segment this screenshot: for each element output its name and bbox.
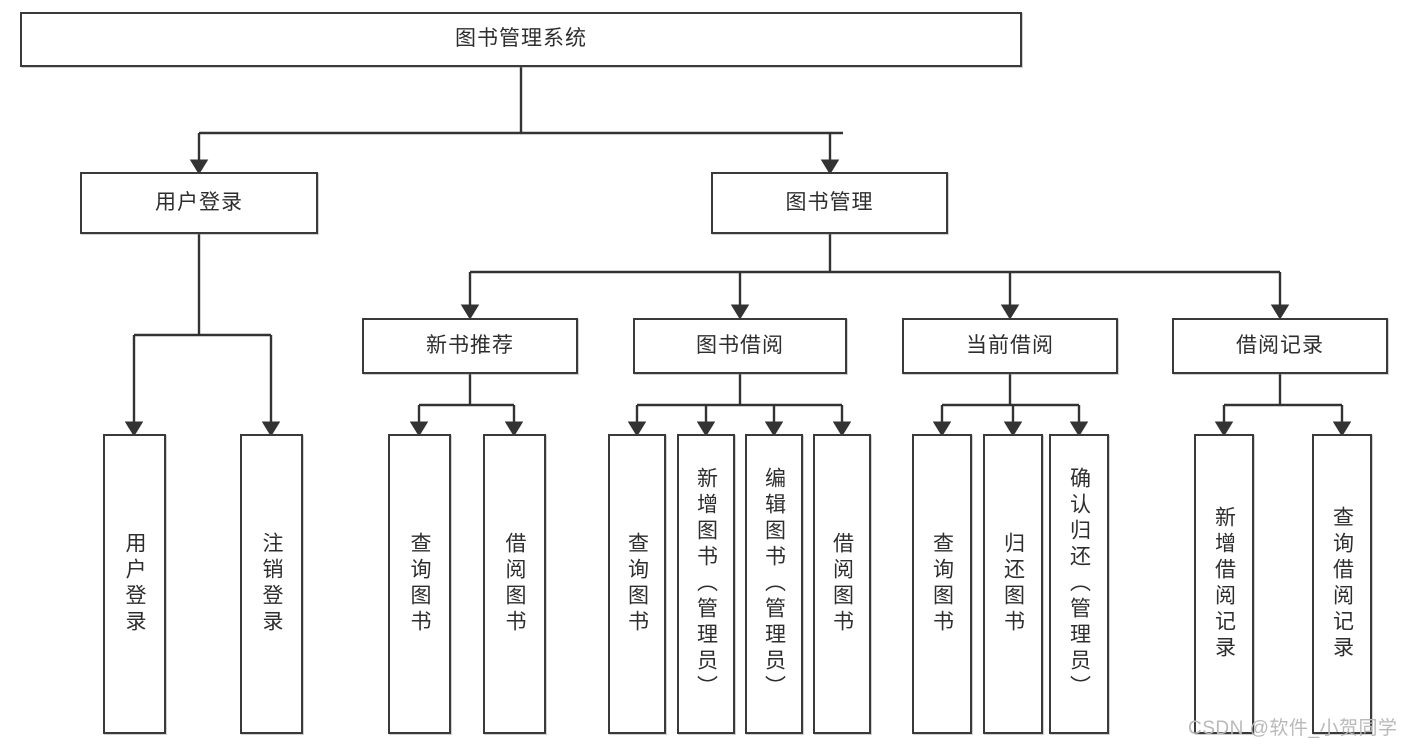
node-leaf-add-book-admin[interactable]: 新增图书（管理员）	[677, 434, 735, 734]
node-current-borrow[interactable]: 当前借阅	[902, 318, 1118, 374]
node-label: 用户登录	[155, 190, 243, 214]
node-leaf-query-borrow-record[interactable]: 查询借阅记录	[1312, 434, 1372, 734]
node-label: 用户登录	[123, 532, 146, 636]
node-root-system[interactable]: 图书管理系统	[20, 12, 1022, 67]
node-leaf-edit-book-admin[interactable]: 编辑图书（管理员）	[745, 434, 803, 734]
node-label: 编辑图书（管理员）	[762, 467, 786, 701]
node-label: 当前借阅	[966, 333, 1054, 357]
node-leaf-add-borrow-record[interactable]: 新增借阅记录	[1194, 434, 1254, 734]
node-label: 新增借阅记录	[1212, 506, 1236, 662]
node-book-management[interactable]: 图书管理	[711, 172, 948, 234]
node-book-borrow[interactable]: 图书借阅	[633, 318, 847, 374]
node-label: 注销登录	[260, 532, 283, 636]
node-leaf-query-book-1[interactable]: 查询图书	[388, 434, 451, 734]
node-label: 查询图书	[625, 532, 649, 636]
node-borrow-record[interactable]: 借阅记录	[1172, 318, 1388, 374]
node-leaf-user-logout[interactable]: 注销登录	[240, 434, 303, 734]
node-leaf-query-book-3[interactable]: 查询图书	[912, 434, 972, 734]
node-label: 查询图书	[930, 532, 954, 636]
node-label: 归还图书	[1001, 532, 1025, 636]
node-leaf-user-login[interactable]: 用户登录	[103, 434, 166, 734]
node-label: 图书管理系统	[455, 27, 587, 51]
node-label: 新增图书（管理员）	[694, 467, 718, 701]
watermark-text: CSDN @软件_小贺同学	[1188, 718, 1398, 739]
node-label: 图书管理	[785, 190, 874, 214]
node-new-book-recommend[interactable]: 新书推荐	[362, 318, 578, 374]
node-label: 图书借阅	[696, 333, 784, 357]
node-user-login[interactable]: 用户登录	[80, 172, 318, 234]
node-leaf-borrow-book-1[interactable]: 借阅图书	[483, 434, 546, 734]
node-label: 新书推荐	[426, 333, 514, 357]
node-label: 查询图书	[408, 532, 431, 636]
node-leaf-query-book-2[interactable]: 查询图书	[608, 434, 666, 734]
node-label: 查询借阅记录	[1330, 506, 1354, 662]
node-label: 借阅图书	[830, 532, 854, 636]
node-leaf-return-book[interactable]: 归还图书	[983, 434, 1043, 734]
node-label: 借阅图书	[503, 532, 526, 636]
node-leaf-confirm-return-admin[interactable]: 确认归还（管理员）	[1049, 434, 1109, 734]
node-label: 确认归还（管理员）	[1067, 467, 1091, 701]
node-leaf-borrow-book-2[interactable]: 借阅图书	[813, 434, 871, 734]
node-label: 借阅记录	[1236, 333, 1324, 357]
